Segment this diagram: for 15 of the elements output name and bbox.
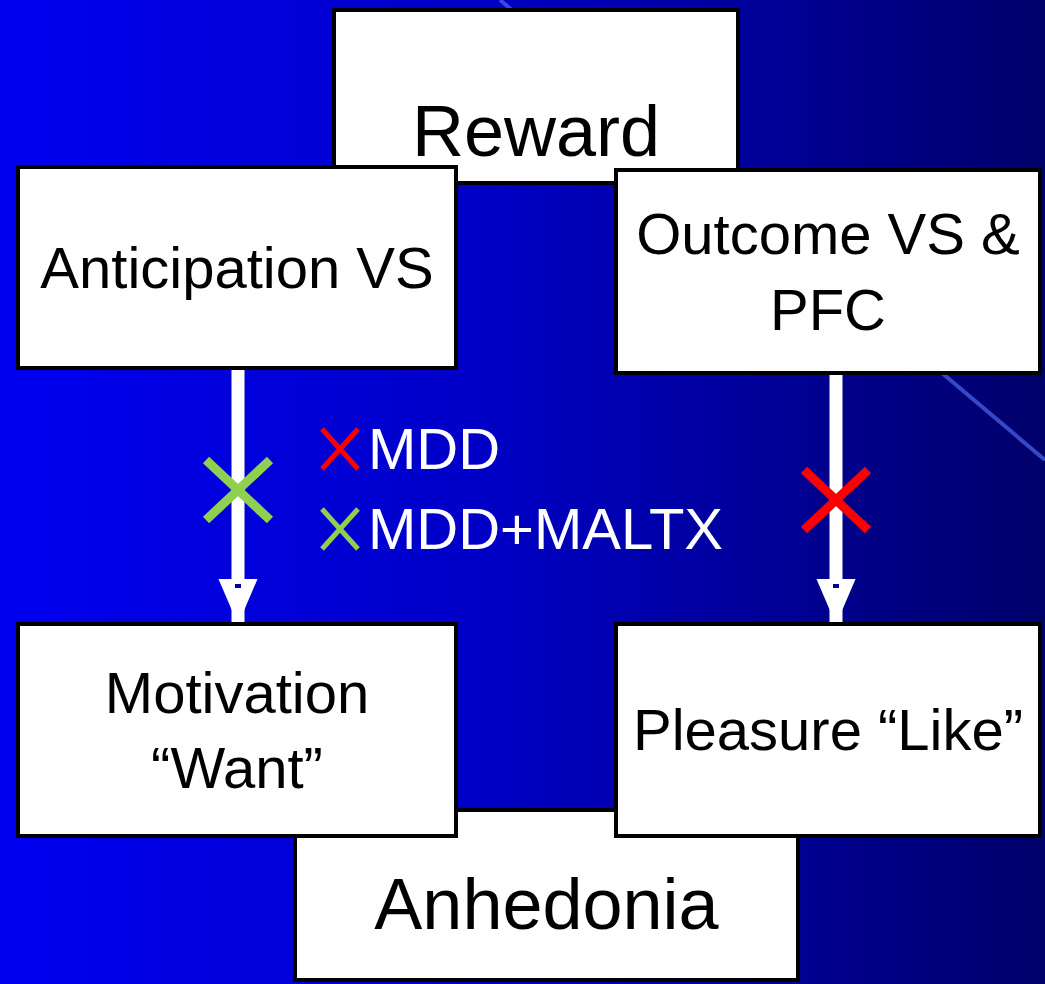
- box-label: Outcome VS & PFC: [635, 200, 1021, 344]
- arrow: [816, 375, 856, 624]
- label-box: [16, 622, 458, 838]
- box-label: Anticipation VS: [40, 233, 434, 302]
- box-label: Pleasure “Like”: [632, 696, 1024, 765]
- legend-label: MDD: [368, 420, 501, 478]
- box-label: Motivation “Want”: [103, 658, 371, 802]
- legend-label: MDD+MALTX: [368, 500, 724, 558]
- label-box: [332, 8, 740, 185]
- label-box: [16, 165, 458, 370]
- box-label: Anhedonia: [374, 863, 719, 947]
- box-label: Reward: [411, 89, 661, 173]
- label-box: [614, 622, 1042, 838]
- arrow: [218, 370, 258, 624]
- label-box: [614, 168, 1042, 375]
